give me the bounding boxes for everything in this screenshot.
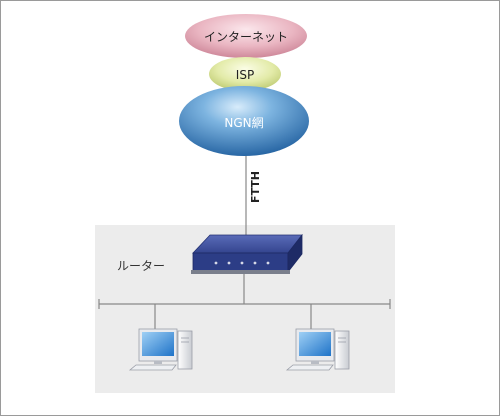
router-label: ルーター [117,259,165,273]
pc-1-icon [128,328,193,371]
isp-label: ISP [236,68,254,82]
ngn-node [179,86,309,156]
ftth-label: FTTH [249,171,262,203]
pc-2-icon [285,328,350,371]
isp-node [209,57,281,91]
internet-node [185,14,307,58]
internet-label: インターネット [204,30,288,44]
ngn-label: NGN網 [224,116,263,130]
router-icon [191,233,303,274]
